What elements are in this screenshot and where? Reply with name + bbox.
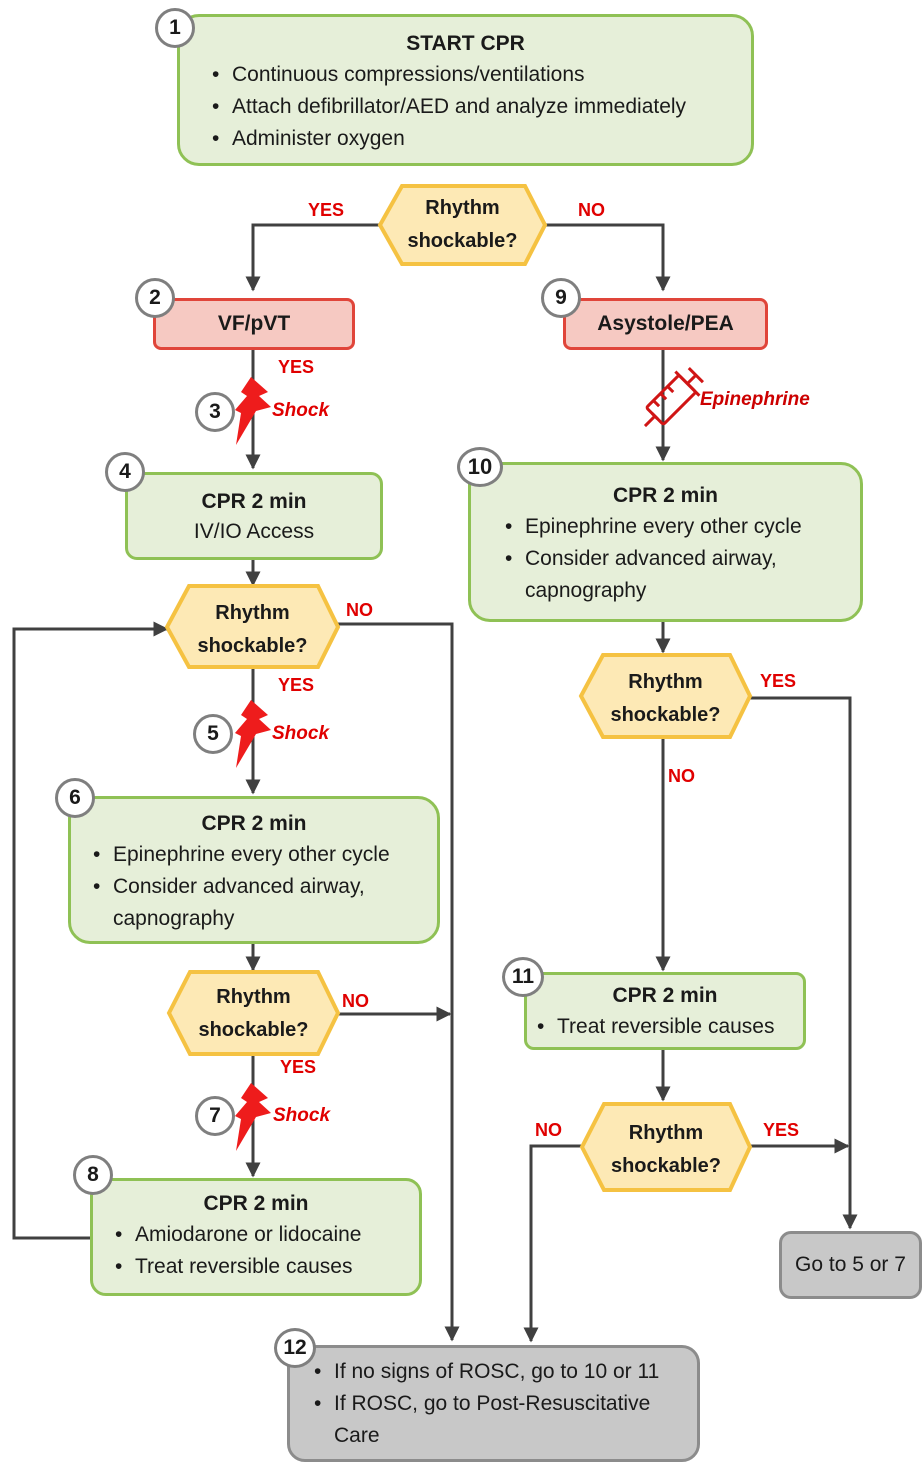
cpr-bullets: Treat reversible causes bbox=[533, 1011, 803, 1043]
rosc-box: If no signs of ROSC, go to 10 or 11 If R… bbox=[287, 1345, 700, 1462]
shock-label: Shock bbox=[272, 400, 330, 421]
edge-d4-yes bbox=[750, 696, 858, 1230]
edge-label-yes: YES bbox=[308, 200, 345, 220]
cpr-bullets: Epinephrine every other cycle Consider a… bbox=[501, 511, 860, 607]
step-number-4: 4 bbox=[105, 452, 145, 492]
asystole-pea-box: Asystole/PEA bbox=[563, 298, 768, 350]
step-number-1: 1 bbox=[155, 8, 195, 48]
cpr-bullets: Amiodarone or lidocaine Treat reversible… bbox=[111, 1219, 419, 1283]
cpr-title: CPR 2 min bbox=[201, 812, 307, 835]
step-number-3: 3 bbox=[195, 392, 235, 432]
bullet-item: Administer oxygen bbox=[208, 123, 751, 155]
cpr-title: CPR 2 min bbox=[612, 484, 719, 507]
bullet-item: Attach defibrillator/AED and analyze imm… bbox=[208, 91, 751, 123]
edge-8-loop bbox=[12, 621, 169, 1240]
start-cpr-bullets: Continuous compressions/ventilations Att… bbox=[208, 59, 751, 155]
edge-label-no: NO bbox=[342, 991, 369, 1011]
shock-label: Shock bbox=[273, 1105, 331, 1126]
cpr-reversible-box: CPR 2 min Treat reversible causes bbox=[524, 972, 806, 1050]
decision-hexagon-4 bbox=[578, 653, 753, 739]
decision-text-5: Rhythm shockable? bbox=[582, 1117, 750, 1183]
shock-bolt-icon bbox=[235, 1083, 271, 1151]
decision-line-1: Rhythm bbox=[216, 986, 291, 1008]
start-cpr-title: START CPR bbox=[406, 32, 525, 55]
cpr-title: CPR 2 min bbox=[612, 984, 718, 1007]
cpr-title: CPR 2 min bbox=[203, 1192, 309, 1215]
bullet-item: Consider advanced airway, capnography bbox=[501, 543, 815, 607]
bullet-item: Consider advanced airway, capnography bbox=[89, 871, 403, 935]
bullet-item: Epinephrine every other cycle bbox=[89, 839, 437, 871]
rosc-bullets: If no signs of ROSC, go to 10 or 11 If R… bbox=[310, 1356, 697, 1452]
step-number-11: 11 bbox=[502, 957, 544, 997]
epinephrine-label: Epinephrine bbox=[700, 389, 810, 410]
edge-label-yes: YES bbox=[763, 1120, 800, 1140]
decision-text-3: Rhythm shockable? bbox=[169, 981, 338, 1047]
step-number-2: 2 bbox=[135, 278, 175, 318]
shock-bolt-icon bbox=[235, 700, 271, 768]
decision-text-4: Rhythm shockable? bbox=[581, 666, 750, 732]
edge-label-yes: YES bbox=[278, 357, 315, 377]
edge-label-yes: YES bbox=[278, 675, 315, 695]
syringe-icon bbox=[643, 366, 705, 428]
vf-pvt-box: VF/pVT bbox=[153, 298, 355, 350]
cpr-bullets: Epinephrine every other cycle Consider a… bbox=[89, 839, 437, 935]
cpr-iv-title: CPR 2 min bbox=[201, 490, 307, 513]
bullet-item: If no signs of ROSC, go to 10 or 11 bbox=[310, 1356, 697, 1388]
step-number-8: 8 bbox=[73, 1155, 113, 1195]
cpr-amiodarone-box: CPR 2 min Amiodarone or lidocaine Treat … bbox=[90, 1178, 422, 1296]
cpr-epi-box-right: CPR 2 min Epinephrine every other cycle … bbox=[468, 462, 863, 622]
edge-label-yes: YES bbox=[760, 671, 797, 691]
edge-label-yes: YES bbox=[280, 1057, 317, 1077]
go-to-5-or-7-box: Go to 5 or 7 bbox=[779, 1231, 922, 1299]
step-number-9: 9 bbox=[541, 278, 581, 318]
bullet-item: Continuous compressions/ventilations bbox=[208, 59, 751, 91]
decision-hexagon-5 bbox=[579, 1102, 753, 1192]
edge-label-no: NO bbox=[668, 766, 695, 786]
decision-line-2: shockable? bbox=[610, 1155, 722, 1177]
bullet-item: If ROSC, go to Post-Resuscitative Care bbox=[310, 1388, 684, 1452]
edge-label-no: NO bbox=[346, 600, 373, 620]
decision-line-2: shockable? bbox=[407, 230, 518, 252]
decision-line-1: Rhythm bbox=[425, 197, 500, 219]
decision-line-2: shockable? bbox=[610, 704, 721, 726]
edge-label-no: NO bbox=[578, 200, 605, 220]
decision-text-2: Rhythm shockable? bbox=[167, 597, 338, 663]
shock-bolt-icon bbox=[235, 377, 271, 445]
decision-line-2: shockable? bbox=[197, 635, 308, 657]
decision-text-1: Rhythm shockable? bbox=[380, 192, 545, 258]
bullet-item: Treat reversible causes bbox=[111, 1251, 419, 1283]
decision-line-1: Rhythm bbox=[628, 1122, 704, 1144]
decision-hexagon-2 bbox=[164, 584, 341, 669]
edge-d2-no bbox=[338, 622, 460, 1342]
decision-line-2: shockable? bbox=[198, 1019, 309, 1041]
edge-d1-yes bbox=[245, 223, 380, 292]
bullet-item: Epinephrine every other cycle bbox=[501, 511, 860, 543]
shock-label: Shock bbox=[272, 723, 330, 744]
edge-d5-no bbox=[523, 1144, 583, 1343]
step-number-5: 5 bbox=[193, 714, 233, 754]
decision-line-1: Rhythm bbox=[628, 671, 703, 693]
step-number-12: 12 bbox=[274, 1328, 316, 1368]
start-cpr-box: START CPR Continuous compressions/ventil… bbox=[177, 14, 754, 166]
bullet-item: Amiodarone or lidocaine bbox=[111, 1219, 419, 1251]
edge-label-no: NO bbox=[535, 1120, 562, 1140]
step-number-10: 10 bbox=[457, 447, 503, 487]
decision-hexagon-3 bbox=[166, 970, 341, 1056]
bullet-item: Treat reversible causes bbox=[533, 1011, 803, 1043]
cpr-epi-box-left: CPR 2 min Epinephrine every other cycle … bbox=[68, 796, 440, 944]
step-number-7: 7 bbox=[195, 1096, 235, 1136]
step-number-6: 6 bbox=[55, 778, 95, 818]
decision-line-1: Rhythm bbox=[215, 602, 290, 624]
decision-hexagon-1 bbox=[377, 184, 548, 266]
cpr-iv-subtitle: IV/IO Access bbox=[193, 520, 315, 543]
cpr-iv-box: CPR 2 min IV/IO Access bbox=[125, 472, 383, 560]
edge-d1-no bbox=[545, 223, 671, 292]
